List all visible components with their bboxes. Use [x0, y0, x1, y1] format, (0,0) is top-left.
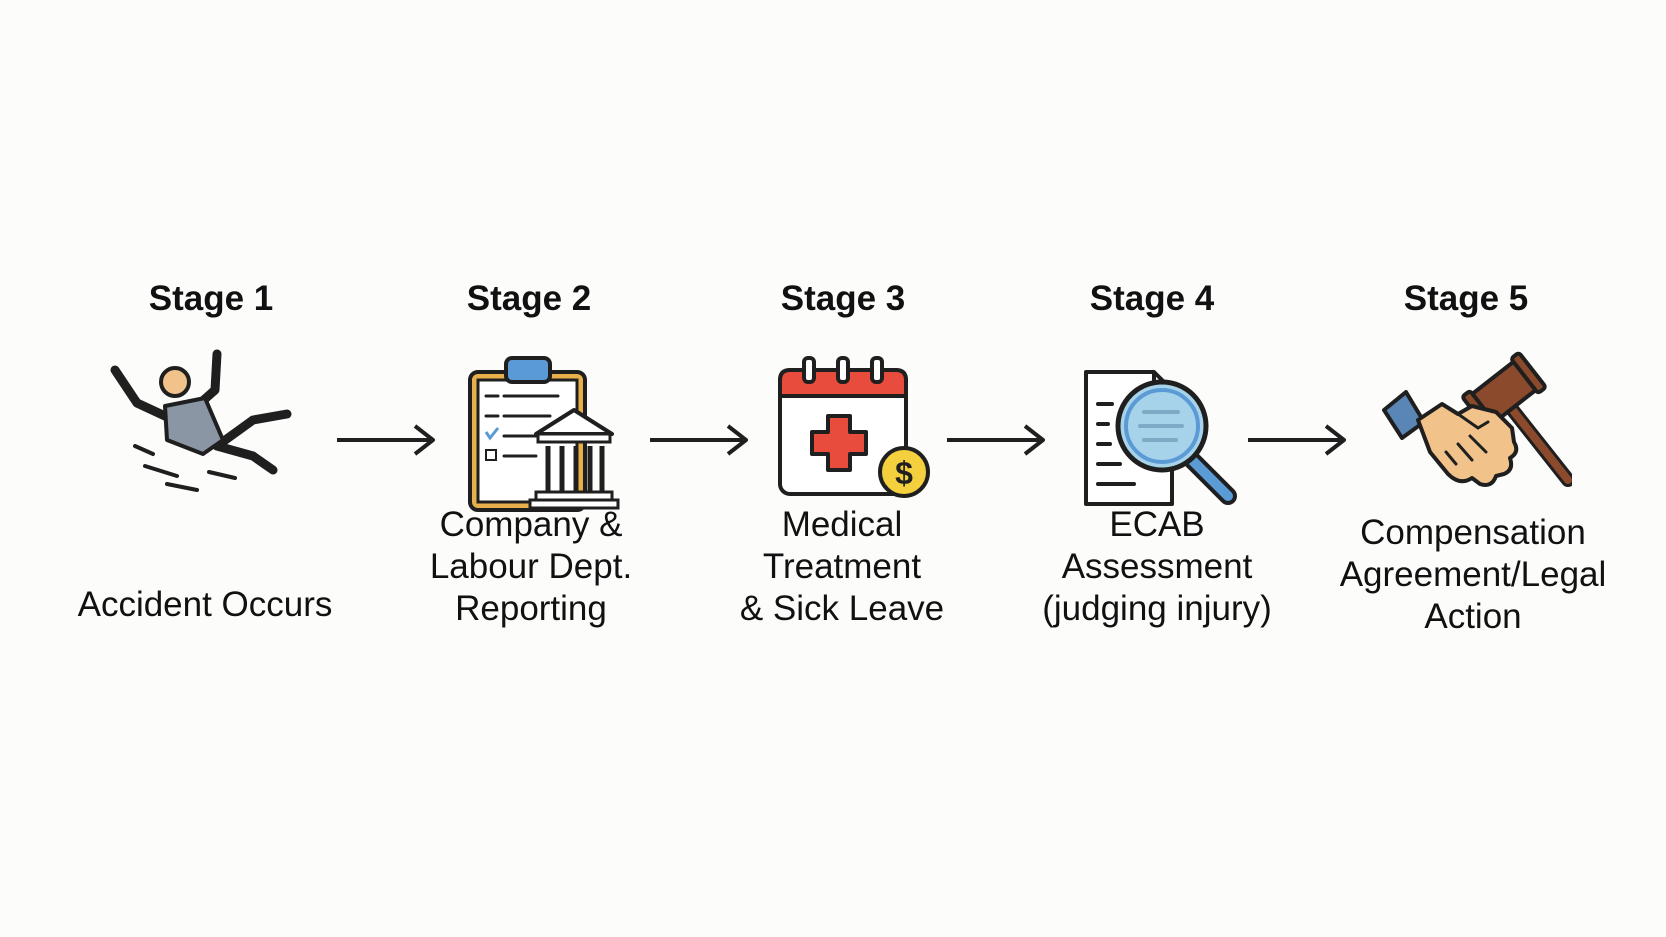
stage-4-label-line: ECAB	[1109, 505, 1205, 544]
stage-1-label-line: Accident Occurs	[77, 585, 333, 624]
stage-2-title: Stage 2	[466, 279, 592, 318]
svg-text:$: $	[895, 455, 913, 491]
stage-4-label-line: (judging injury)	[1042, 589, 1272, 628]
document-magnifying-glass-icon	[1060, 348, 1260, 518]
arrow-right-icon	[945, 420, 1049, 460]
stage-3-label-line: Treatment	[762, 547, 922, 586]
stage-5-label: Compensation Agreement/Legal Action	[1318, 512, 1628, 638]
stage-3-label-line: Medical	[781, 505, 903, 544]
stage-4-label-line: Assessment	[1061, 547, 1253, 586]
stage-5-label-line: Agreement/Legal	[1339, 555, 1607, 594]
arrow-right-icon	[648, 420, 752, 460]
arrow-right-icon	[1246, 420, 1350, 460]
stage-3-label: Medical Treatment & Sick Leave	[687, 504, 997, 630]
stage-3-label-line: & Sick Leave	[739, 589, 945, 628]
handshake-gavel-icon	[1372, 348, 1572, 518]
stage-5-title: Stage 5	[1403, 279, 1529, 318]
stage-5-label-line: Action	[1424, 597, 1522, 636]
stage-5-label-line: Compensation	[1360, 513, 1586, 552]
calendar-medical-cross-dollar-icon: $	[752, 348, 952, 518]
falling-person-icon	[105, 348, 305, 518]
stage-2-label: Company & Labour Dept. Reporting	[376, 504, 686, 630]
stage-2-label-line: Reporting	[455, 589, 607, 628]
clipboard-government-building-icon	[440, 348, 640, 518]
stage-1-label: Accident Occurs	[50, 584, 360, 626]
stage-4-title: Stage 4	[1089, 279, 1215, 318]
stage-2-label-line: Labour Dept.	[429, 547, 633, 586]
stage-4-label: ECAB Assessment (judging injury)	[1002, 504, 1312, 630]
stage-3-title: Stage 3	[780, 279, 906, 318]
stage-1-title: Stage 1	[148, 279, 274, 318]
stage-2-label-line: Company &	[439, 505, 623, 544]
arrow-right-icon	[335, 420, 439, 460]
